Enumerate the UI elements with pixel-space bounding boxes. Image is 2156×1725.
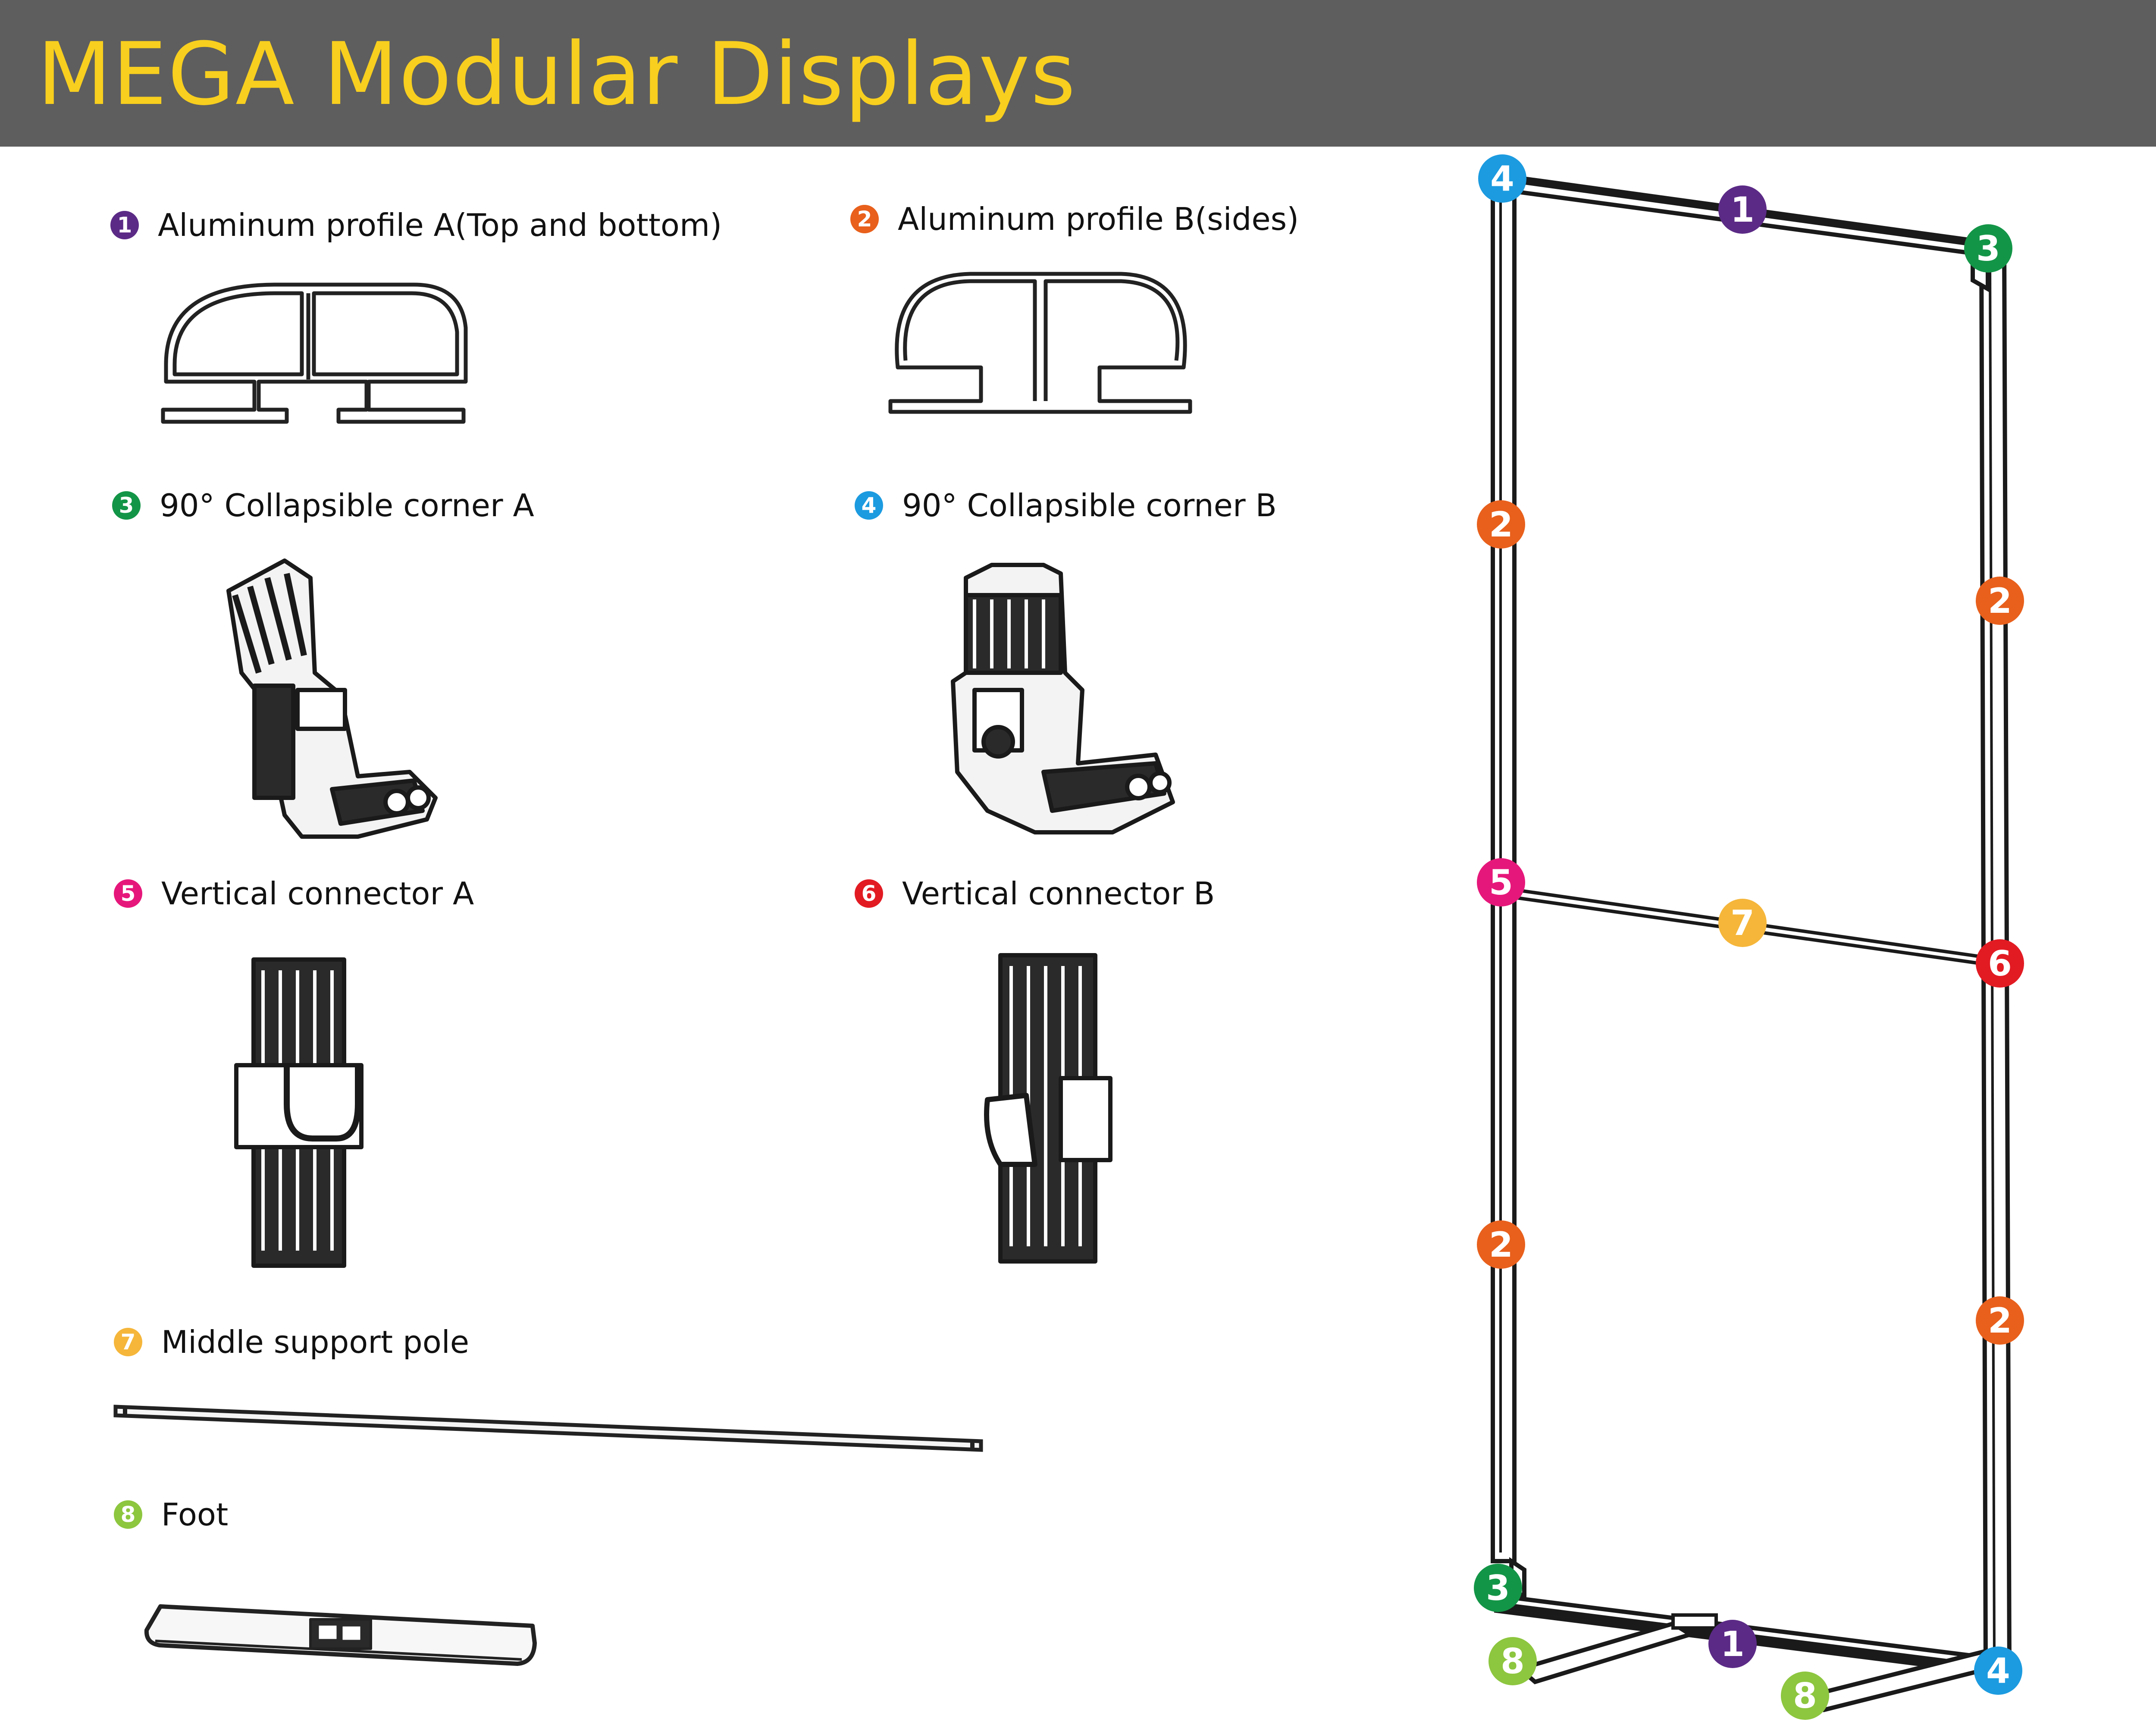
assembly-marker-3: 3 bbox=[1964, 224, 2012, 273]
part-7-label: Middle support pole bbox=[161, 1324, 470, 1360]
assembly-marker-11: 3 bbox=[1474, 1564, 1522, 1612]
part-8-badge: 8 bbox=[114, 1500, 142, 1529]
part-3-label: 90° Collapsible corner A bbox=[160, 487, 534, 524]
part-6-badge: 6 bbox=[855, 879, 883, 908]
part-label-8: 8 Foot bbox=[114, 1496, 228, 1533]
part-label-6: 6 Vertical connector B bbox=[855, 875, 1215, 912]
part-3-badge: 3 bbox=[112, 491, 141, 520]
part-8-label: Foot bbox=[161, 1496, 229, 1533]
part-4-label: 90° Collapsible corner B bbox=[902, 487, 1277, 524]
assembly-marker-5: 2 bbox=[1976, 577, 2024, 625]
profile-b-cross-section-icon bbox=[888, 272, 1192, 414]
assembly-marker-4: 2 bbox=[1477, 500, 1525, 549]
assembly-marker-15: 8 bbox=[1781, 1672, 1829, 1720]
part-5-label: Vertical connector A bbox=[161, 875, 474, 912]
vertical-connector-a-icon bbox=[234, 957, 364, 1268]
part-label-7: 7 Middle support pole bbox=[114, 1324, 469, 1360]
header-bar bbox=[0, 0, 2156, 147]
assembly-marker-8: 6 bbox=[1976, 939, 2024, 988]
part-2-label: Aluminum profile B(sides) bbox=[898, 201, 1299, 237]
part-1-badge: 1 bbox=[110, 211, 139, 239]
foot-base-icon bbox=[144, 1604, 537, 1666]
assembly-marker-9: 2 bbox=[1477, 1220, 1525, 1269]
vertical-connector-b-icon bbox=[984, 953, 1112, 1264]
part-5-badge: 5 bbox=[114, 879, 142, 908]
part-label-2: 2 Aluminum profile B(sides) bbox=[850, 201, 1299, 237]
support-pole-icon bbox=[113, 1405, 983, 1452]
profile-a-cross-section-icon bbox=[161, 282, 468, 424]
assembly-marker-6: 5 bbox=[1477, 858, 1525, 906]
corner-b-connector-icon bbox=[951, 563, 1175, 834]
part-label-4: 4 90° Collapsible corner B bbox=[855, 487, 1277, 524]
corner-a-connector-icon bbox=[226, 558, 438, 839]
part-label-5: 5 Vertical connector A bbox=[114, 875, 474, 912]
part-label-3: 3 90° Collapsible corner A bbox=[112, 487, 534, 524]
assembly-marker-14: 8 bbox=[1489, 1637, 1537, 1685]
assembly-marker-13: 4 bbox=[1974, 1647, 2022, 1695]
part-2-badge: 2 bbox=[850, 205, 879, 233]
part-1-label: Aluminum profile A(Top and bottom) bbox=[158, 207, 722, 243]
part-7-badge: 7 bbox=[114, 1328, 142, 1356]
part-4-badge: 4 bbox=[855, 491, 883, 520]
assembly-marker-1: 4 bbox=[1478, 154, 1526, 203]
assembly-marker-2: 1 bbox=[1718, 185, 1767, 234]
part-label-1: 1 Aluminum profile A(Top and bottom) bbox=[110, 207, 722, 243]
part-6-label: Vertical connector B bbox=[902, 875, 1215, 912]
assembly-marker-12: 1 bbox=[1708, 1620, 1757, 1668]
assembly-marker-10: 2 bbox=[1976, 1296, 2024, 1345]
page-title: MEGA Modular Displays bbox=[37, 24, 1077, 125]
assembly-marker-7: 7 bbox=[1718, 899, 1767, 947]
